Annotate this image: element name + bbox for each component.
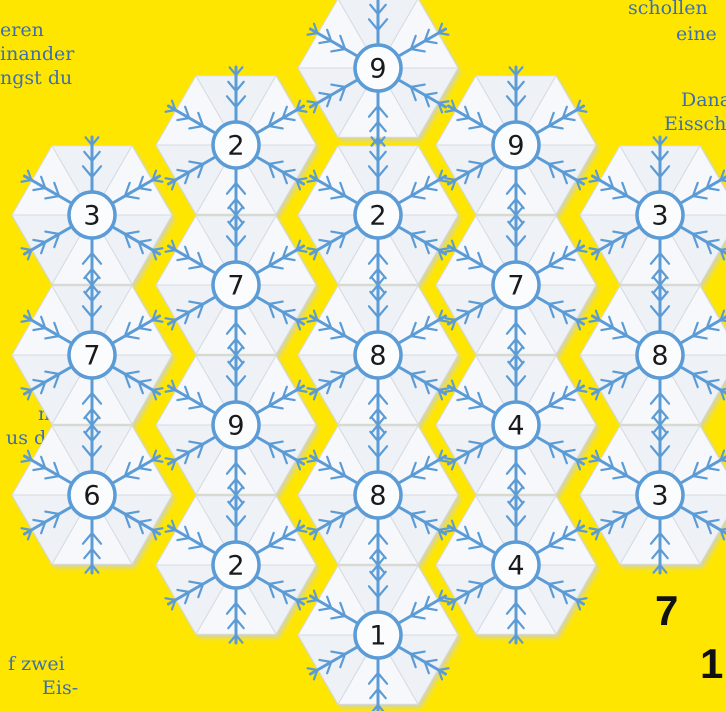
number-cell[interactable]: 7 <box>493 262 539 308</box>
cell-number: 1 <box>369 621 386 652</box>
cell-number: 8 <box>369 341 386 372</box>
number-cell[interactable]: 4 <box>493 402 539 448</box>
cell-number: 7 <box>507 271 524 302</box>
number-cell[interactable]: 8 <box>637 332 683 378</box>
cell-number: 3 <box>651 201 668 232</box>
number-cell[interactable]: 9 <box>355 45 401 91</box>
cell-number: 8 <box>651 341 668 372</box>
cell-number: 9 <box>507 131 524 162</box>
number-cell[interactable]: 6 <box>69 472 115 518</box>
number-cell[interactable]: 1 <box>355 612 401 658</box>
cell-number: 7 <box>83 341 100 372</box>
number-cell[interactable]: 8 <box>355 472 401 518</box>
page-number: 7 <box>655 587 678 635</box>
cell-number: 3 <box>83 201 100 232</box>
cell-number: 2 <box>227 131 244 162</box>
cell-number: 8 <box>369 481 386 512</box>
cell-number: 7 <box>227 271 244 302</box>
cell-number: 4 <box>507 551 524 582</box>
cell-number: 9 <box>369 54 386 85</box>
number-cell[interactable]: 7 <box>69 332 115 378</box>
page-number: 1 <box>700 640 723 688</box>
cell-number: 2 <box>369 201 386 232</box>
cell-number: 2 <box>227 551 244 582</box>
number-cell[interactable]: 3 <box>637 192 683 238</box>
cell-number: 4 <box>507 411 524 442</box>
number-cell[interactable]: 3 <box>637 472 683 518</box>
number-cell[interactable]: 4 <box>493 542 539 588</box>
cell-number: 3 <box>651 481 668 512</box>
number-cell[interactable]: 7 <box>213 262 259 308</box>
cell-number: 9 <box>227 411 244 442</box>
cell-number: 6 <box>83 481 100 512</box>
number-cell[interactable]: 3 <box>69 192 115 238</box>
number-cell[interactable]: 2 <box>213 542 259 588</box>
number-cell[interactable]: 9 <box>493 122 539 168</box>
number-cell[interactable]: 8 <box>355 332 401 378</box>
number-cell[interactable]: 2 <box>355 192 401 238</box>
number-cell[interactable]: 9 <box>213 402 259 448</box>
number-cell[interactable]: 2 <box>213 122 259 168</box>
